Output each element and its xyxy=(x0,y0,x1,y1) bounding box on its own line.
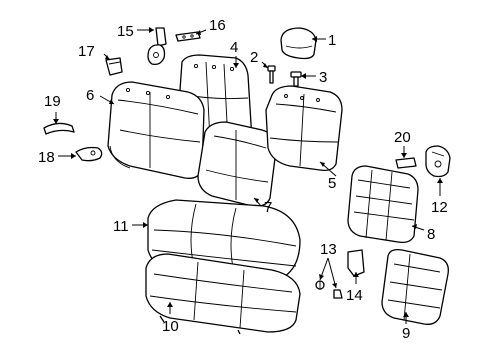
part-18-hook xyxy=(75,146,103,162)
part-10-seat-frame xyxy=(145,253,301,335)
part-2-headrest-guide xyxy=(267,65,276,84)
part-9-seat-frame-lower xyxy=(381,248,449,325)
callout-17: 17 xyxy=(78,43,95,60)
callout-15: 15 xyxy=(117,23,134,40)
part-13-bolts xyxy=(315,280,343,299)
part-7-seat-back-center-cushion xyxy=(197,121,277,207)
part-12-bracket xyxy=(425,145,451,178)
callout-5: 5 xyxy=(328,175,336,192)
part-17-cover xyxy=(105,57,123,76)
part-1-headrest xyxy=(280,27,317,60)
callout-3: 3 xyxy=(319,69,327,86)
part-3-headrest-lock xyxy=(290,71,302,87)
part-14-latch-cover xyxy=(347,249,365,277)
callout-4: 4 xyxy=(230,39,238,56)
callout-19: 19 xyxy=(44,93,61,110)
callout-6: 6 xyxy=(86,87,94,104)
callout-18: 18 xyxy=(38,149,55,166)
callout-9: 9 xyxy=(402,325,410,342)
callout-20: 20 xyxy=(394,129,411,146)
part-19-strap xyxy=(43,122,75,135)
callout-10: 10 xyxy=(162,318,179,335)
callout-11: 11 xyxy=(113,218,129,235)
callout-16: 16 xyxy=(209,17,226,34)
callout-2: 2 xyxy=(250,49,258,66)
part-15-belt-buckle xyxy=(147,27,167,66)
part-16-buckle-cover xyxy=(175,31,201,42)
leader-lines xyxy=(53,27,443,324)
part-5-seat-back-right xyxy=(265,85,343,172)
callout-7: 7 xyxy=(264,199,272,216)
part-8-seat-back-frame xyxy=(347,165,419,244)
callout-12: 12 xyxy=(431,199,448,216)
callout-8: 8 xyxy=(427,226,435,243)
callout-14: 14 xyxy=(346,287,363,304)
callout-numbers: 1 2 3 4 5 6 7 8 9 10 11 12 13 14 15 16 1… xyxy=(38,17,448,342)
part-6-seat-back-left xyxy=(107,81,205,179)
callout-1: 1 xyxy=(328,32,336,49)
part-20-clip xyxy=(395,157,417,169)
callout-13: 13 xyxy=(320,241,337,258)
